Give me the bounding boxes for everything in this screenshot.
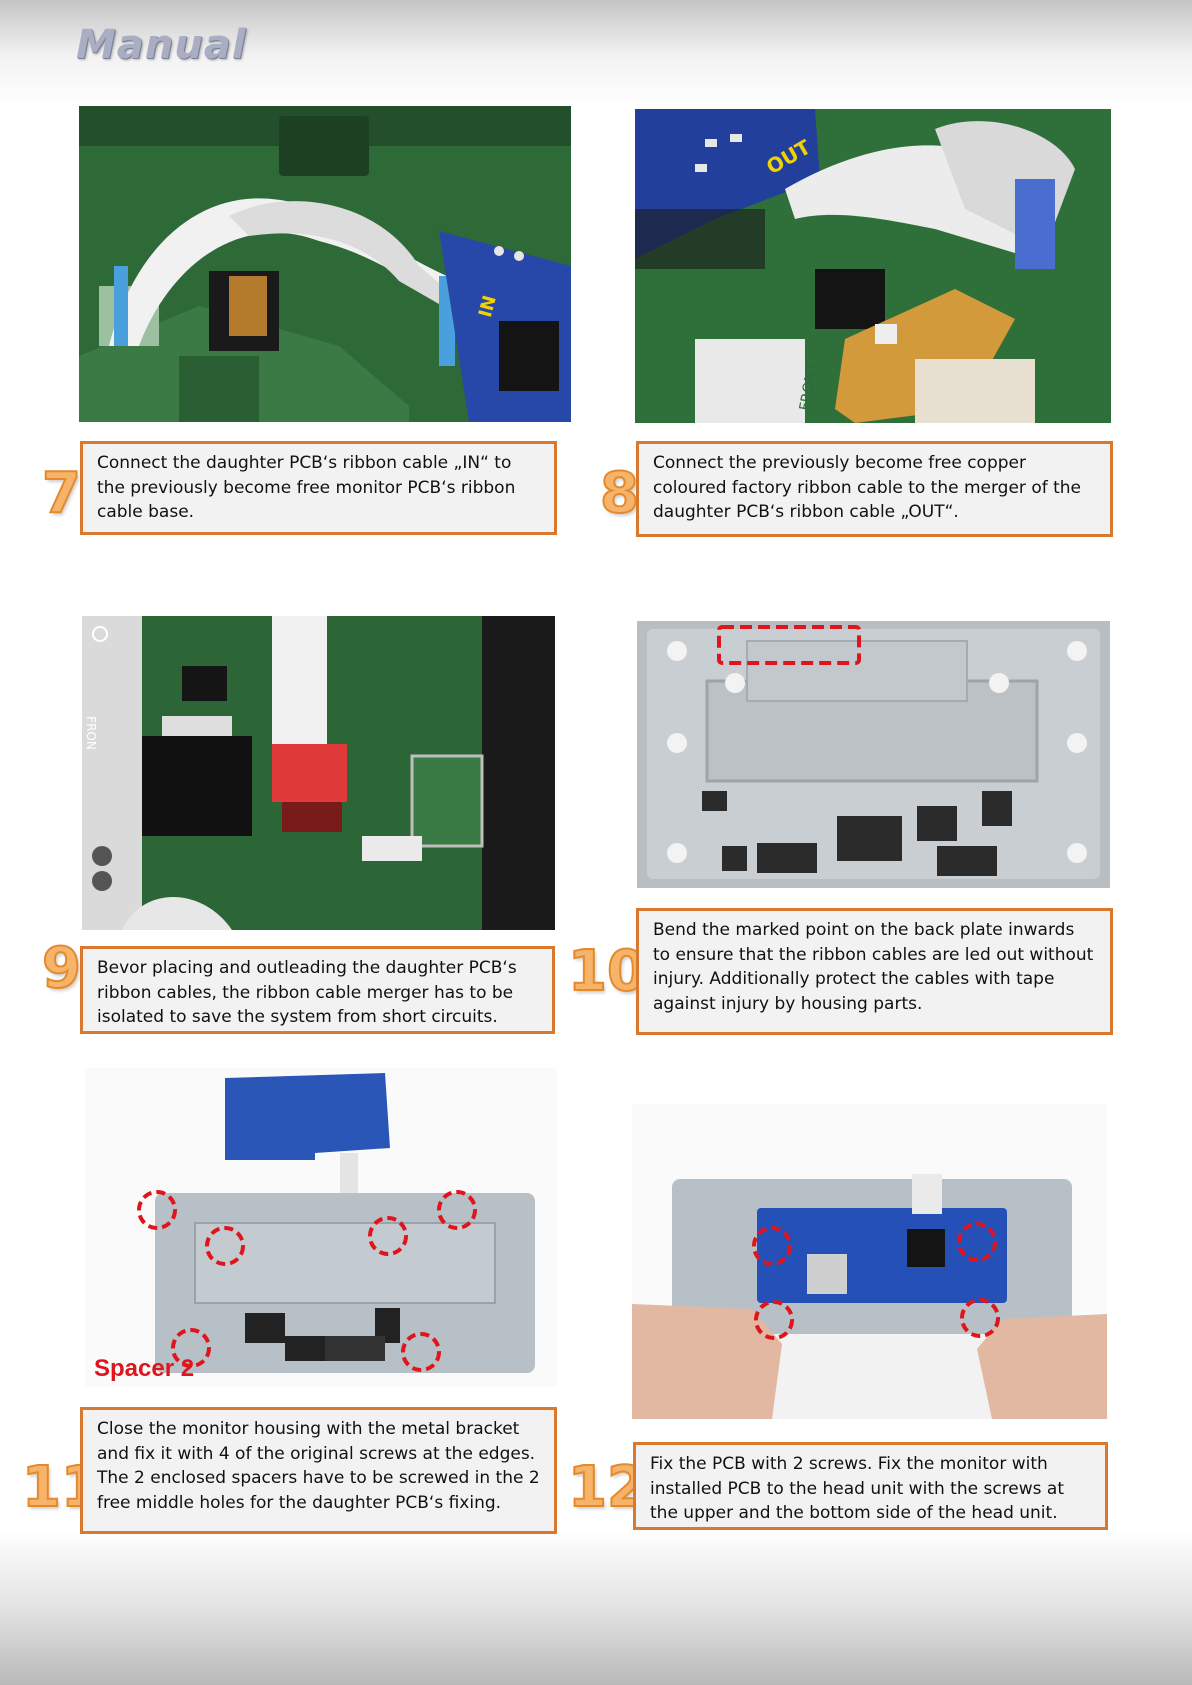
step-7-text: Connect the daughter PCB‘s ribbon cable … [97,453,516,522]
step-10-caption: Bend the marked point on the back plate … [636,908,1113,1035]
step-7-photo: IN [79,106,571,422]
step-11-photo: Spacer 2 [85,1068,557,1386]
step-11-text: Close the monitor housing with the metal… [97,1419,540,1513]
step-9-caption: Bevor placing and outleading the daughte… [80,946,555,1034]
step-10-number: 10 [567,939,647,1004]
step-12-photo [632,1104,1107,1419]
step-10-photo [637,621,1110,888]
step-10-text: Bend the marked point on the back plate … [653,920,1094,1014]
step-9-number: 9 [41,936,82,1001]
step-11-caption: Close the monitor housing with the metal… [80,1407,557,1534]
step-9-photo: FRON [82,616,555,930]
step-8-caption: Connect the previously become free coppe… [636,441,1113,537]
page-title: Manual [76,22,247,68]
step-8-photo: OUT FRONT [635,109,1111,423]
step-7-number: 7 [41,461,82,526]
step-11-photo-label-spacer: Spacer 2 [94,1355,195,1382]
step-12-text: Fix the PCB with 2 screws. Fix the monit… [650,1454,1064,1523]
step-9-photo-label-fron: FRON [83,716,98,750]
step-9-text: Bevor placing and outleading the daughte… [97,958,517,1027]
step-7-caption: Connect the daughter PCB‘s ribbon cable … [80,441,557,535]
step-8-number: 8 [599,461,640,526]
step-8-text: Connect the previously become free coppe… [653,453,1082,522]
step-12-caption: Fix the PCB with 2 screws. Fix the monit… [633,1442,1108,1530]
